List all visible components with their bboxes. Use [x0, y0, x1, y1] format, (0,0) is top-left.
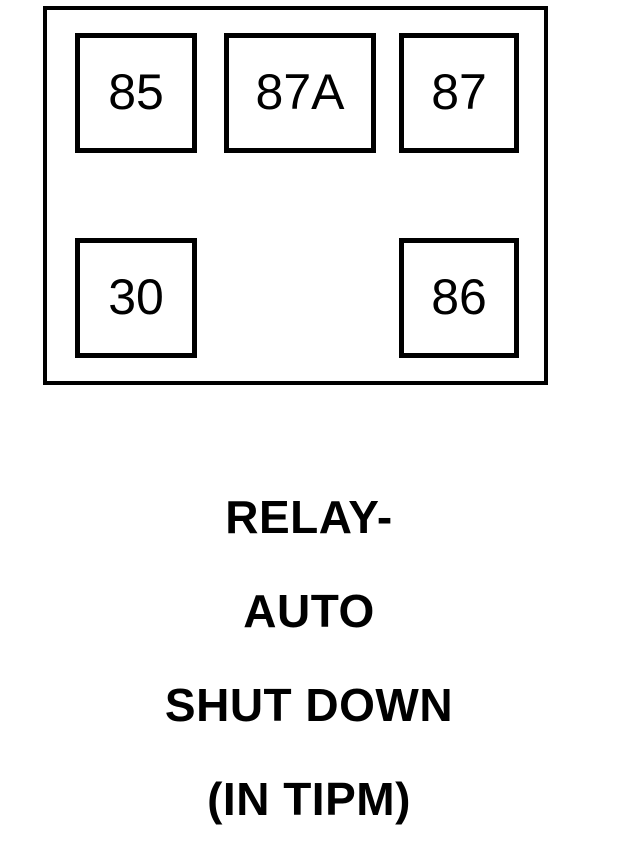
relay-caption-line-4: (IN TIPM) [207, 773, 411, 825]
relay-caption-line-1: RELAY- [225, 491, 393, 543]
relay-caption-line-2: AUTO [243, 585, 375, 637]
relay-terminal-87a: 87A [224, 33, 376, 153]
relay-terminal-85: 85 [75, 33, 197, 153]
relay-terminal-86: 86 [399, 238, 519, 358]
relay-terminal-label-85: 85 [108, 64, 164, 120]
relay-caption-line-3: SHUT DOWN [164, 679, 454, 731]
relay-terminal-30: 30 [75, 238, 197, 358]
relay-terminal-label-30: 30 [108, 269, 164, 325]
relay-terminal-87: 87 [399, 33, 519, 153]
relay-terminal-label-87a: 87A [255, 64, 345, 120]
relay-caption: RELAY- AUTO SHUT DOWN (IN TIPM) [0, 470, 618, 846]
relay-body-outline: 85 87A 87 30 86 [43, 6, 548, 385]
relay-terminal-label-86: 86 [431, 269, 487, 325]
relay-terminal-label-87: 87 [431, 64, 487, 120]
